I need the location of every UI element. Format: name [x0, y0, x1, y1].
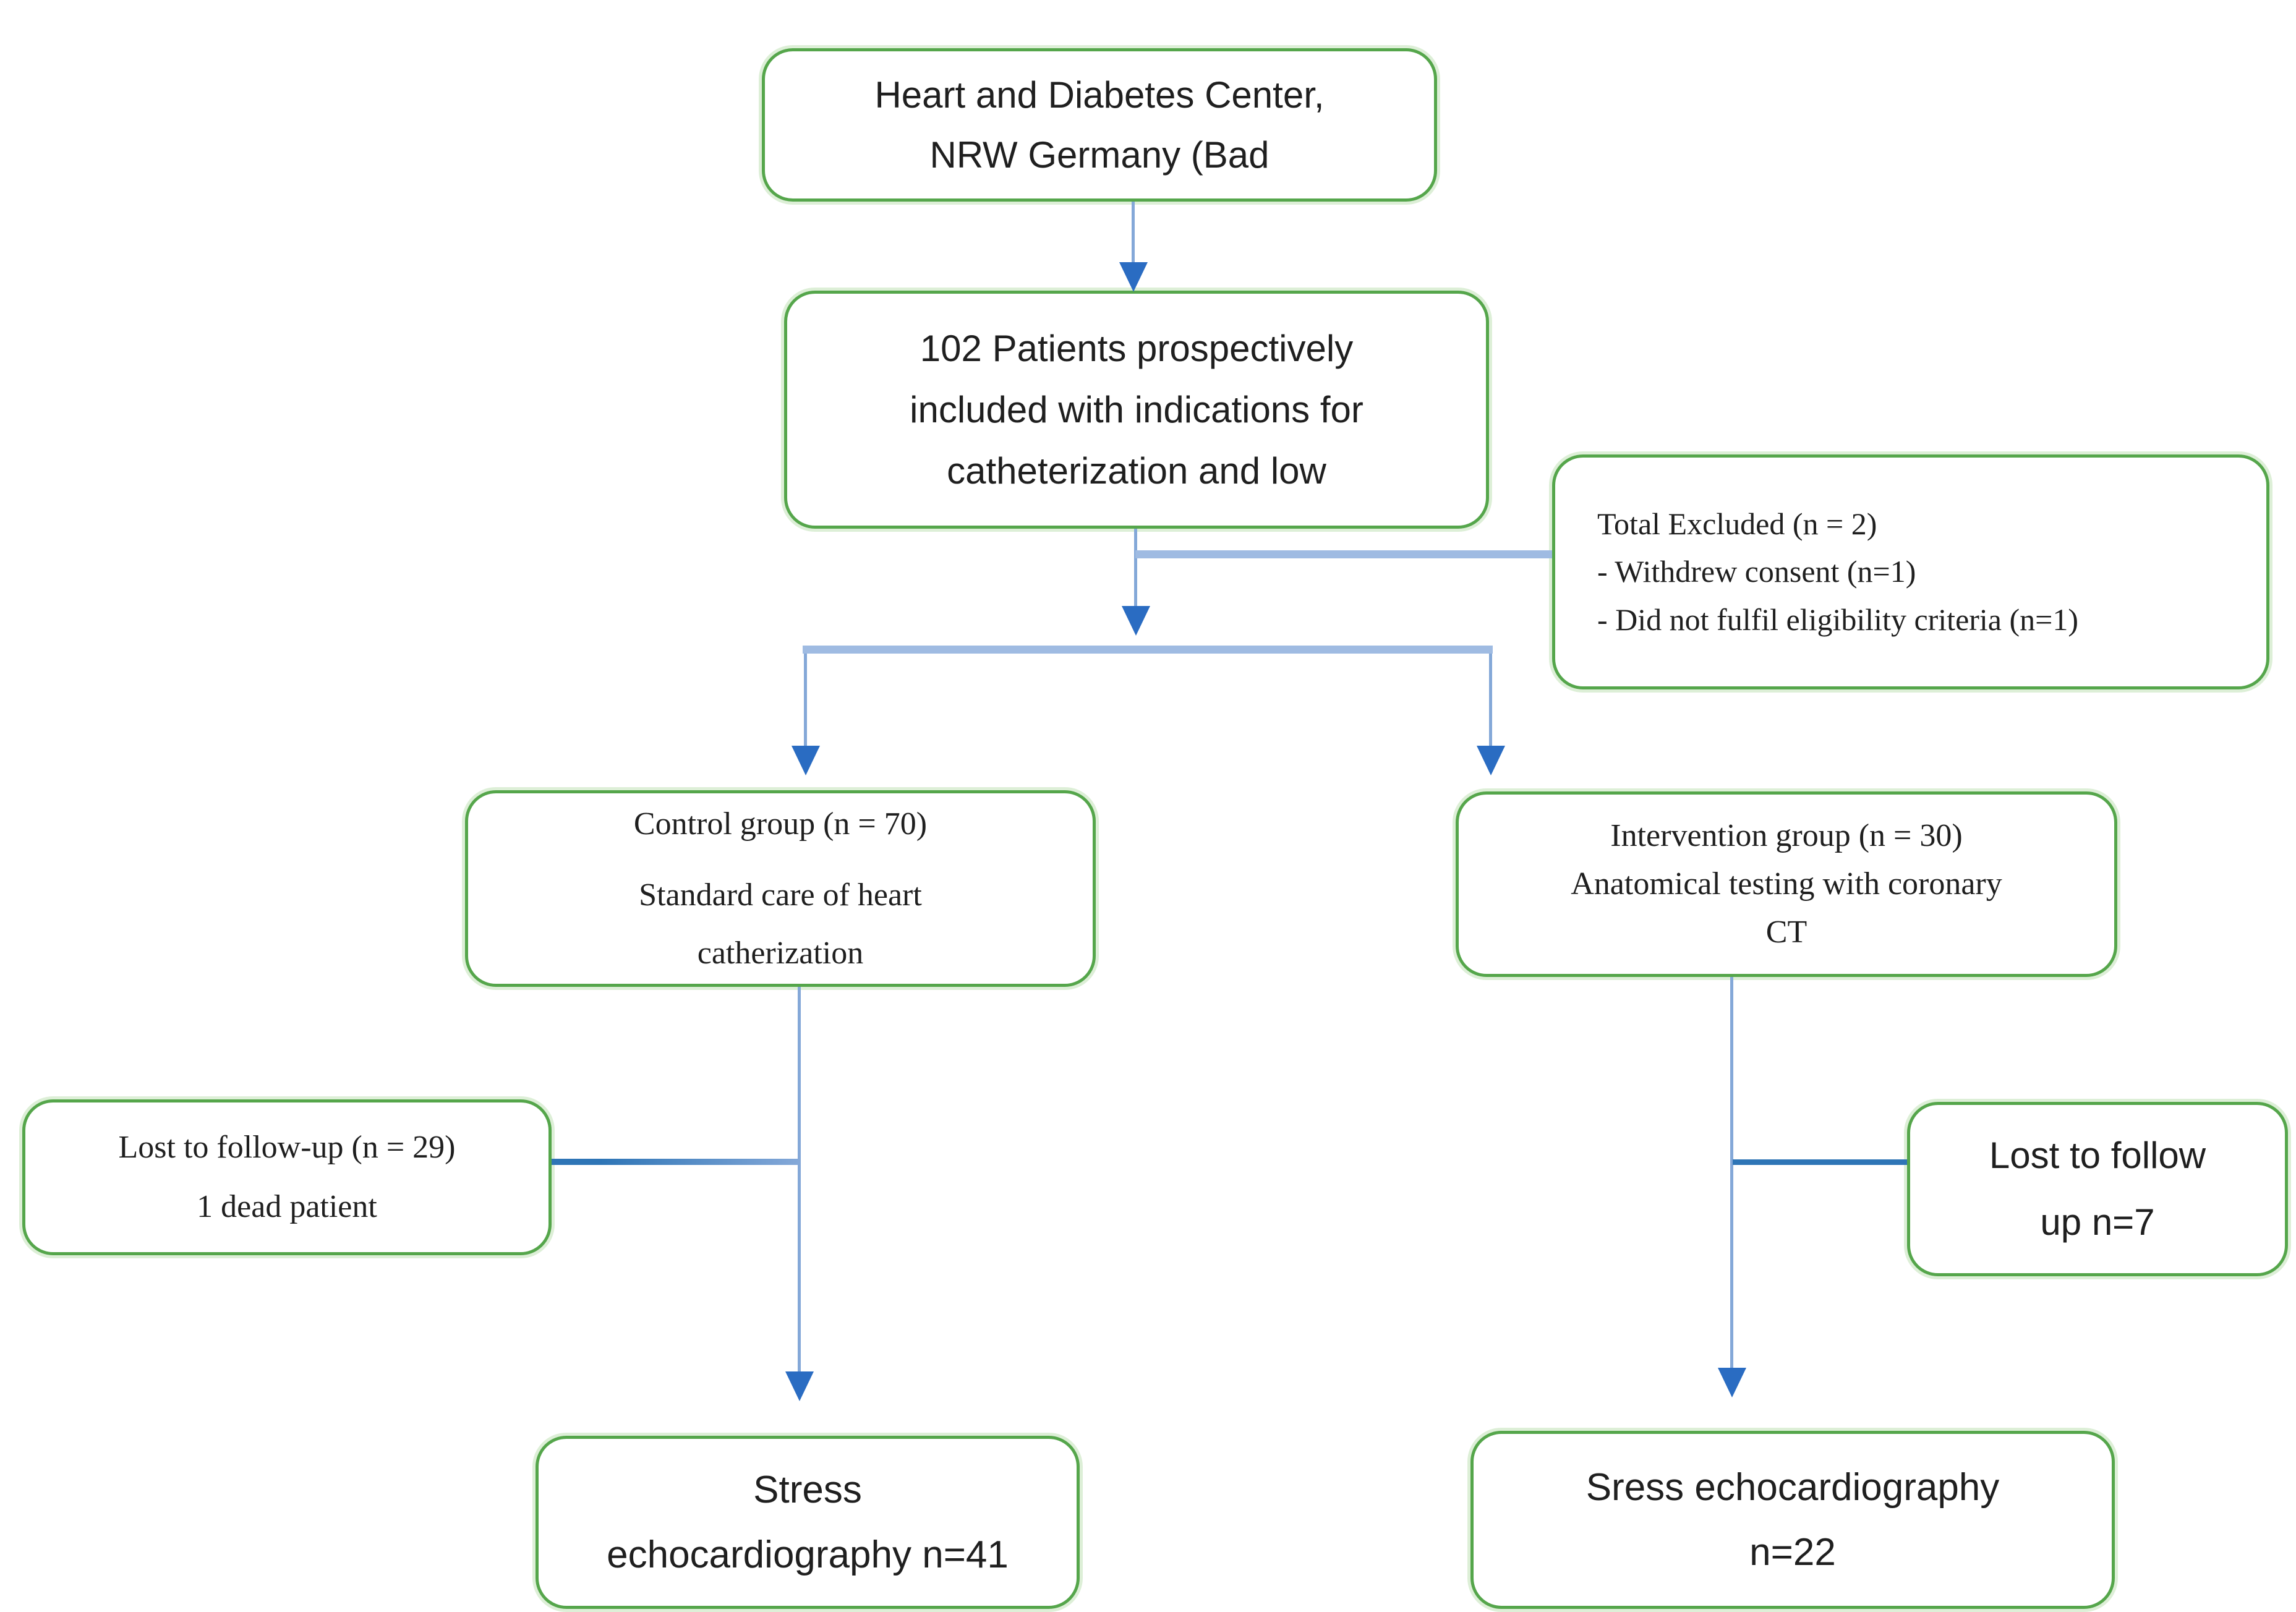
- connector-enrolled-to-split: [1134, 529, 1137, 609]
- node-text-line: Anatomical testing with coronary: [1571, 866, 2002, 902]
- connector-splitter-bar: [803, 646, 1493, 654]
- node-text-line: 1 dead patient: [197, 1189, 377, 1224]
- node-intervention-group: Intervention group (n = 30) Anatomical t…: [1456, 791, 2117, 977]
- connector-control-to-stress: [798, 987, 801, 1376]
- arrow-down-head-stress-intervention: [1718, 1368, 1746, 1397]
- arrow-down-head-intervention: [1477, 746, 1505, 775]
- connector-branch-lost-control: [552, 1159, 799, 1165]
- node-stress-echo-intervention: Sress echocardiography n=22: [1470, 1431, 2115, 1609]
- node-text-line: catherization: [697, 935, 864, 971]
- node-text-line: 102 Patients prospectively: [920, 328, 1354, 369]
- node-text-line: Standard care of heart: [639, 877, 922, 913]
- node-control-group: Control group (n = 70) Standard care of …: [465, 790, 1096, 987]
- node-text-line: Control group (n = 70): [633, 806, 928, 842]
- node-text-line: Lost to follow: [1989, 1135, 2206, 1176]
- node-lost-followup-intervention: Lost to follow up n=7: [1907, 1102, 2288, 1276]
- node-total-excluded: Total Excluded (n = 2) - Withdrew consen…: [1552, 454, 2269, 689]
- node-lost-followup-control: Lost to follow-up (n = 29) 1 dead patien…: [22, 1099, 552, 1255]
- node-text-line: CT: [1765, 915, 1807, 950]
- node-enrolled-patients: 102 Patients prospectively included with…: [784, 291, 1489, 529]
- node-text-line: Sress echocardiography: [1585, 1465, 2000, 1509]
- node-stress-echo-control: Stress echocardiography n=41: [536, 1436, 1080, 1609]
- connector-branch-excluded: [1135, 550, 1552, 558]
- node-text-line: n=22: [1749, 1531, 1836, 1574]
- node-text-line: included with indications for: [910, 389, 1364, 430]
- node-text-line: Total Excluded (n = 2): [1597, 506, 1877, 541]
- node-text-line: Stress: [753, 1468, 862, 1511]
- node-text-line: NRW Germany (Bad: [929, 134, 1270, 176]
- arrow-down-head-enrolled: [1119, 262, 1148, 292]
- connector-split-to-control: [804, 654, 807, 749]
- connector-site-to-enrolled: [1132, 202, 1135, 266]
- node-text-line: - Withdrew consent (n=1): [1597, 554, 1916, 589]
- connector-split-to-intervention: [1489, 654, 1492, 749]
- node-text-line: up n=7: [2040, 1201, 2155, 1243]
- arrow-down-head-control: [792, 746, 820, 775]
- connector-intervention-to-stress: [1730, 977, 1733, 1373]
- node-text-line: - Did not fulfil eligibility criteria (n…: [1597, 602, 2079, 637]
- node-text-line: Lost to follow-up (n = 29): [118, 1129, 456, 1165]
- node-text-line: echocardiography n=41: [607, 1533, 1009, 1576]
- node-text-line: Intervention group (n = 30): [1610, 818, 1963, 853]
- node-text-line: catheterization and low: [947, 450, 1326, 492]
- arrow-down-head-split: [1122, 606, 1150, 636]
- node-study-site: Heart and Diabetes Center, NRW Germany (…: [762, 48, 1437, 202]
- arrow-down-head-stress-control: [785, 1371, 814, 1401]
- node-text-line: Heart and Diabetes Center,: [874, 74, 1325, 116]
- connector-branch-lost-intervention: [1733, 1159, 1907, 1165]
